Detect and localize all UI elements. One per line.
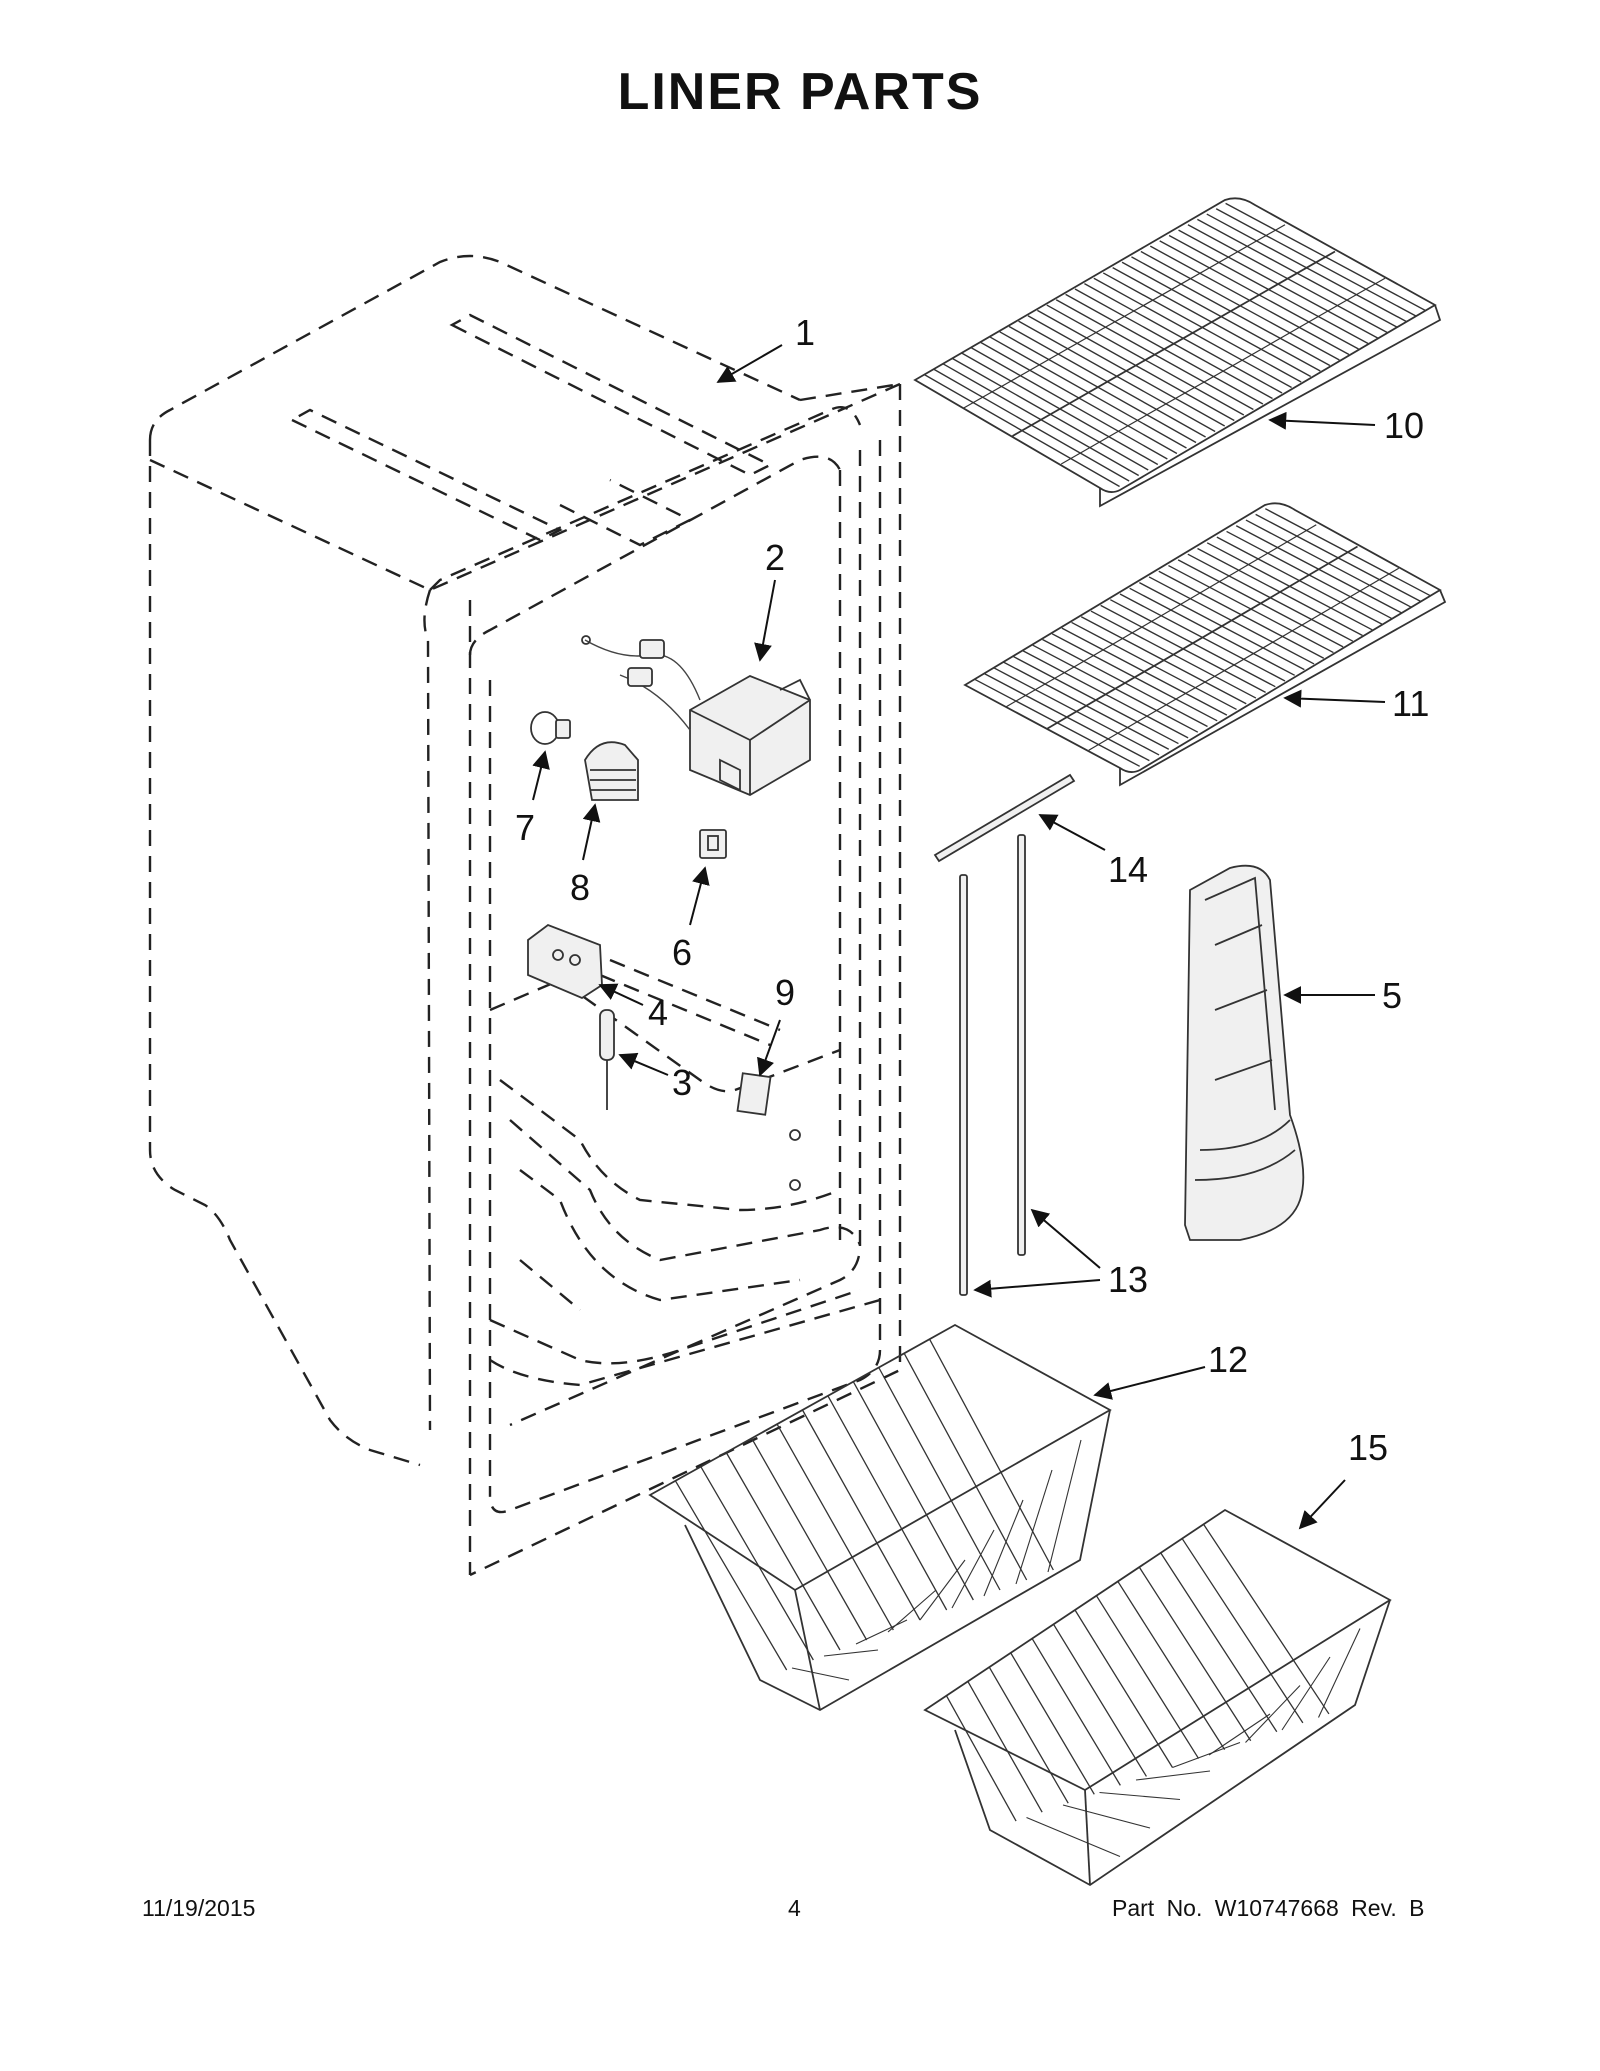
trim-strip-part-14 xyxy=(933,773,1076,863)
svg-text:1: 1 xyxy=(795,312,815,353)
light-bulb-part-7 xyxy=(530,711,571,745)
callout-10: 10 xyxy=(1268,405,1424,446)
svg-text:9: 9 xyxy=(775,972,795,1013)
liner-part-1 xyxy=(148,254,902,1577)
switch-part-6 xyxy=(699,829,727,859)
svg-text:2: 2 xyxy=(765,537,785,578)
callout-11: 11 xyxy=(1283,683,1429,724)
svg-text:14: 14 xyxy=(1108,849,1148,890)
callout-6: 6 xyxy=(672,866,710,973)
svg-text:10: 10 xyxy=(1384,405,1424,446)
control-housing-part-2 xyxy=(581,635,811,797)
basket-part-12 xyxy=(648,1323,1112,1712)
svg-text:13: 13 xyxy=(1108,1259,1148,1300)
callout-3: 3 xyxy=(618,1052,692,1103)
wire-shelf-part-10 xyxy=(913,197,1442,508)
light-housing-part-4 xyxy=(527,923,603,1000)
callout-7: 7 xyxy=(515,750,550,848)
callout-8: 8 xyxy=(570,803,601,908)
page-title: LINER PARTS xyxy=(617,63,983,121)
basket-part-15 xyxy=(923,1508,1392,1887)
callout-13: 13 xyxy=(973,1208,1148,1300)
svg-text:6: 6 xyxy=(672,932,692,973)
callout-15: 15 xyxy=(1298,1427,1388,1530)
svg-text:15: 15 xyxy=(1348,1427,1388,1468)
wire-shelf-part-11 xyxy=(963,502,1447,787)
footer-date: 11/19/2015 xyxy=(142,1895,256,1921)
svg-text:8: 8 xyxy=(570,867,590,908)
bulb-cover-part-8 xyxy=(584,741,639,801)
svg-text:5: 5 xyxy=(1382,975,1402,1016)
svg-text:11: 11 xyxy=(1392,683,1429,724)
svg-text:7: 7 xyxy=(515,807,535,848)
callout-5: 5 xyxy=(1283,975,1402,1016)
svg-text:12: 12 xyxy=(1208,1339,1248,1380)
trim-strips-part-13 xyxy=(959,834,1026,1296)
callout-12: 12 xyxy=(1093,1339,1248,1400)
callout-9: 9 xyxy=(757,972,795,1077)
sensor-part-3 xyxy=(599,1009,615,1110)
callout-14: 14 xyxy=(1038,814,1148,890)
callout-4: 4 xyxy=(598,983,668,1033)
label-part-9 xyxy=(736,1072,801,1191)
footer-part-number: Part No. W10747668 Rev. B xyxy=(1112,1895,1425,1921)
divider-part-5 xyxy=(1184,864,1305,1241)
callout-1: 1 xyxy=(716,312,815,383)
svg-text:4: 4 xyxy=(648,992,668,1033)
callout-2: 2 xyxy=(754,537,785,662)
footer-page-number: 4 xyxy=(788,1895,801,1921)
svg-text:3: 3 xyxy=(672,1062,692,1103)
